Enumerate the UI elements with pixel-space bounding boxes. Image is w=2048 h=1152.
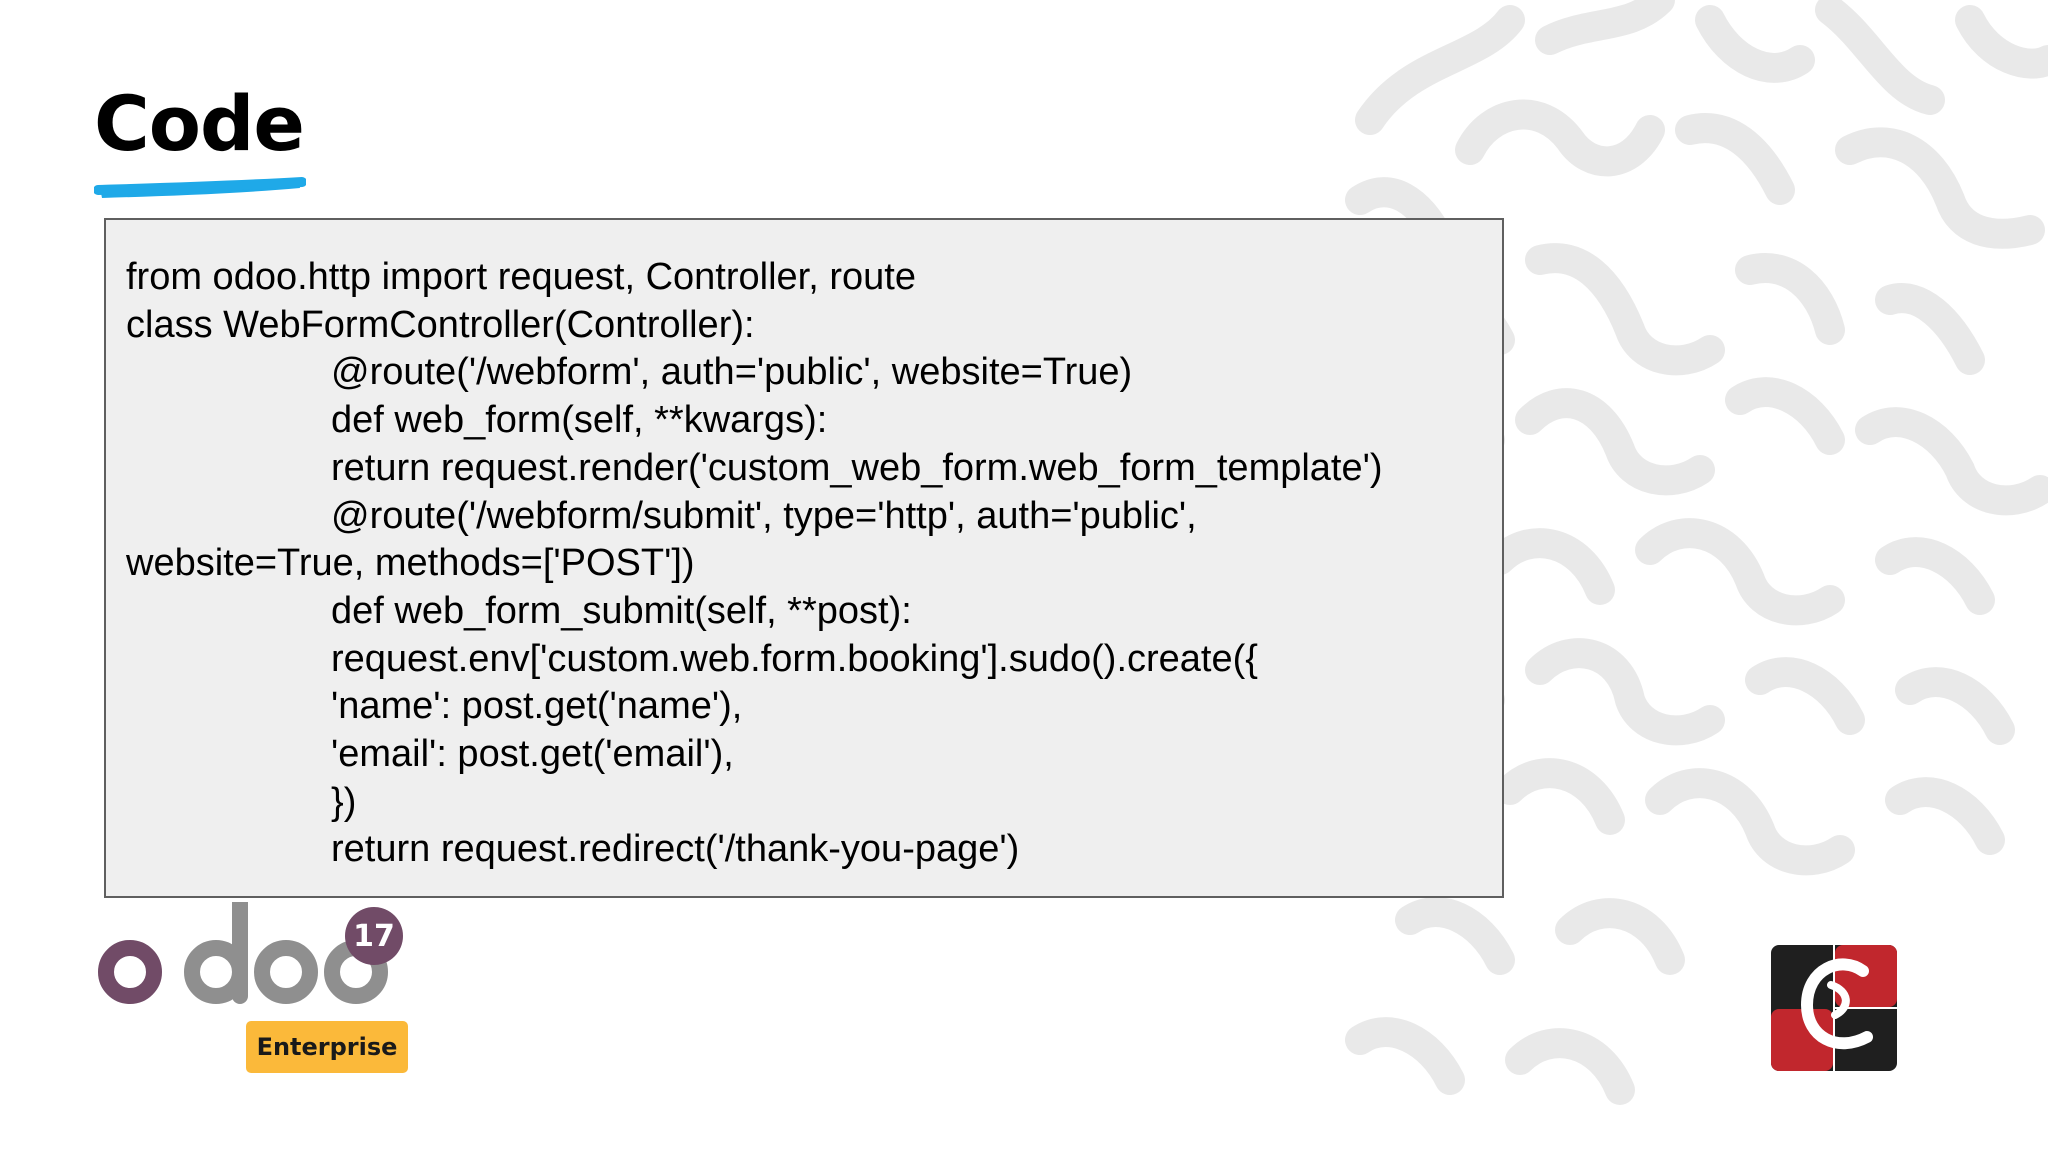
odoo-logo: 17	[98, 902, 403, 1004]
code-line: 'name': post.get('name'),	[331, 685, 743, 728]
enterprise-badge: Enterprise	[246, 1021, 408, 1073]
code-line: class WebFormController(Controller):	[126, 303, 755, 346]
code-block: from odoo.http import request, Controlle…	[104, 218, 1504, 898]
title-underline	[94, 177, 306, 198]
code-line: def web_form(self, **kwargs):	[331, 399, 828, 442]
code-line: return request.redirect('/thank-you-page…	[331, 828, 1020, 871]
code-line: 'email': post.get('email'),	[331, 733, 734, 776]
slide-title: Code	[94, 79, 305, 168]
code-line: website=True, methods=['POST'])	[126, 542, 695, 585]
code-line: def web_form_submit(self, **post):	[331, 589, 912, 632]
code-line: request.env['custom.web.form.booking'].s…	[331, 637, 1258, 680]
cybrosys-logo-icon	[1771, 945, 1897, 1071]
version-label: 17	[353, 919, 395, 954]
code-line: @route('/webform', auth='public', websit…	[331, 351, 1133, 394]
code-line: from odoo.http import request, Controlle…	[126, 256, 916, 298]
code-line: @route('/webform/submit', type='http', a…	[331, 494, 1197, 537]
code-line: })	[331, 780, 357, 823]
version-badge	[345, 907, 403, 965]
code-line: return request.render('custom_web_form.w…	[331, 446, 1383, 489]
